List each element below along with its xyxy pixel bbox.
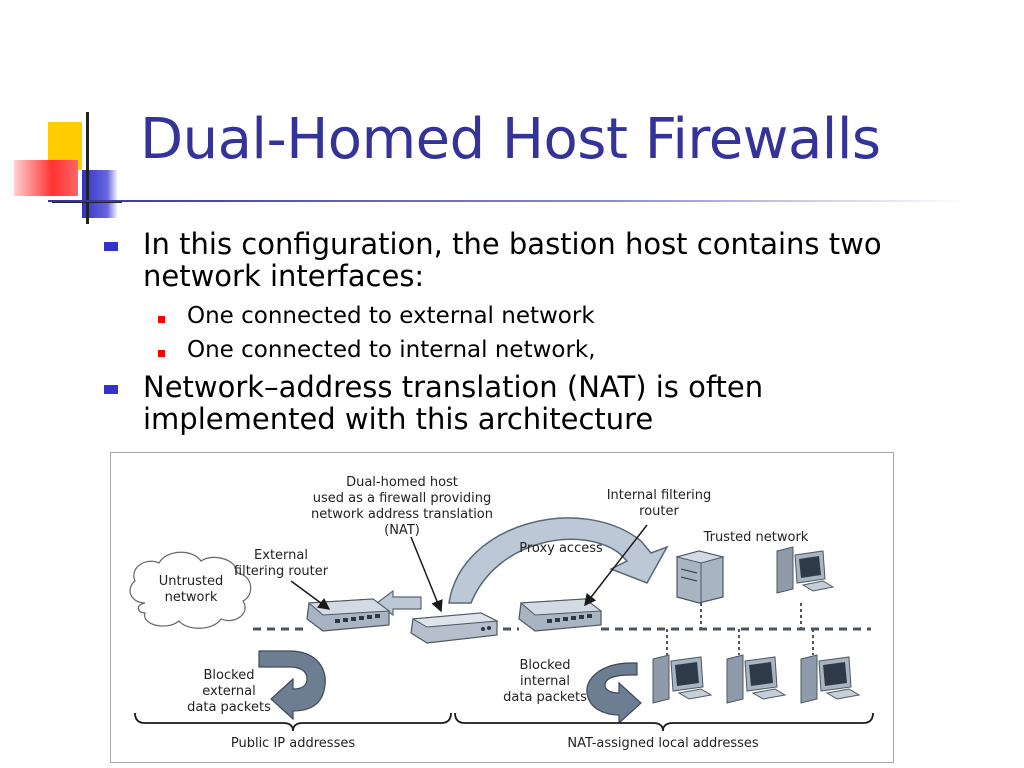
bullet-text: implemented with this architecture xyxy=(143,402,654,436)
label-dual-homed-1: Dual-homed host xyxy=(346,475,458,490)
blocked-internal-arrow xyxy=(586,662,642,725)
decor-vertical-line xyxy=(86,112,89,224)
label-external-router-1: External xyxy=(254,548,308,563)
trusted-workstation xyxy=(776,546,835,594)
label-dual-homed-2: used as a firewall providing xyxy=(313,491,492,506)
pointer-external-router xyxy=(290,580,331,610)
label-public-ip: Public IP addresses xyxy=(231,736,355,751)
slide-title: Dual-Homed Host Firewalls xyxy=(140,107,881,172)
label-external-router-2: filtering router xyxy=(234,564,329,579)
label-nat-local: NAT-assigned local addresses xyxy=(567,736,759,751)
network-drops xyxy=(666,603,814,655)
sub-bullet-marker xyxy=(158,316,165,323)
label-blocked-external-3: data packets xyxy=(187,700,271,715)
internal-workstation-2 xyxy=(726,654,787,704)
label-dual-homed-3: network address translation xyxy=(311,507,493,522)
public-ip-bracket xyxy=(134,712,452,732)
label-dual-homed-4: (NAT) xyxy=(384,523,420,538)
blocked-external-arrow xyxy=(258,650,326,721)
dual-homed-host xyxy=(410,612,499,644)
bullet-marker xyxy=(104,242,118,251)
label-blocked-external-1: Blocked xyxy=(204,668,255,683)
label-blocked-internal-2: internal xyxy=(520,674,570,689)
internal-workstation-3 xyxy=(800,654,861,704)
internal-router xyxy=(518,598,603,632)
label-blocked-internal-3: data packets xyxy=(503,690,587,705)
label-blocked-internal-1: Blocked xyxy=(520,658,571,673)
bullet-text: In this configuration, the bastion host … xyxy=(143,227,882,261)
label-untrusted-1: Untrusted xyxy=(159,574,224,589)
label-internal-router-2: router xyxy=(639,504,679,519)
sub-bullet-text: One connected to internal network, xyxy=(187,337,596,363)
proxy-access-arrow xyxy=(448,517,669,604)
bullet-marker xyxy=(104,385,118,394)
nat-local-bracket xyxy=(454,712,874,732)
internal-workstation-1 xyxy=(652,654,713,704)
bullet-text: Network–address translation (NAT) is oft… xyxy=(143,370,764,404)
label-untrusted-2: network xyxy=(165,590,218,605)
pointer-dual-homed xyxy=(410,536,443,613)
external-router xyxy=(306,598,391,632)
decor-red-square xyxy=(14,160,78,196)
label-proxy-access: Proxy access xyxy=(519,541,603,556)
network-diagram: Dual-homed host used as a firewall provi… xyxy=(110,452,894,763)
title-underline xyxy=(48,200,968,202)
pointer-internal-router xyxy=(584,524,648,607)
network-diagram-svg: Dual-homed host used as a firewall provi… xyxy=(129,475,874,751)
label-blocked-external-2: external xyxy=(202,684,256,699)
label-trusted-network: Trusted network xyxy=(703,530,809,545)
sub-bullet-marker xyxy=(158,350,165,357)
bullet-text: network interfaces: xyxy=(143,259,425,293)
label-internal-router-1: Internal filtering xyxy=(607,488,712,503)
untrusted-cloud xyxy=(129,551,252,629)
sub-bullet-text: One connected to external network xyxy=(187,303,595,329)
trusted-server xyxy=(675,550,725,604)
